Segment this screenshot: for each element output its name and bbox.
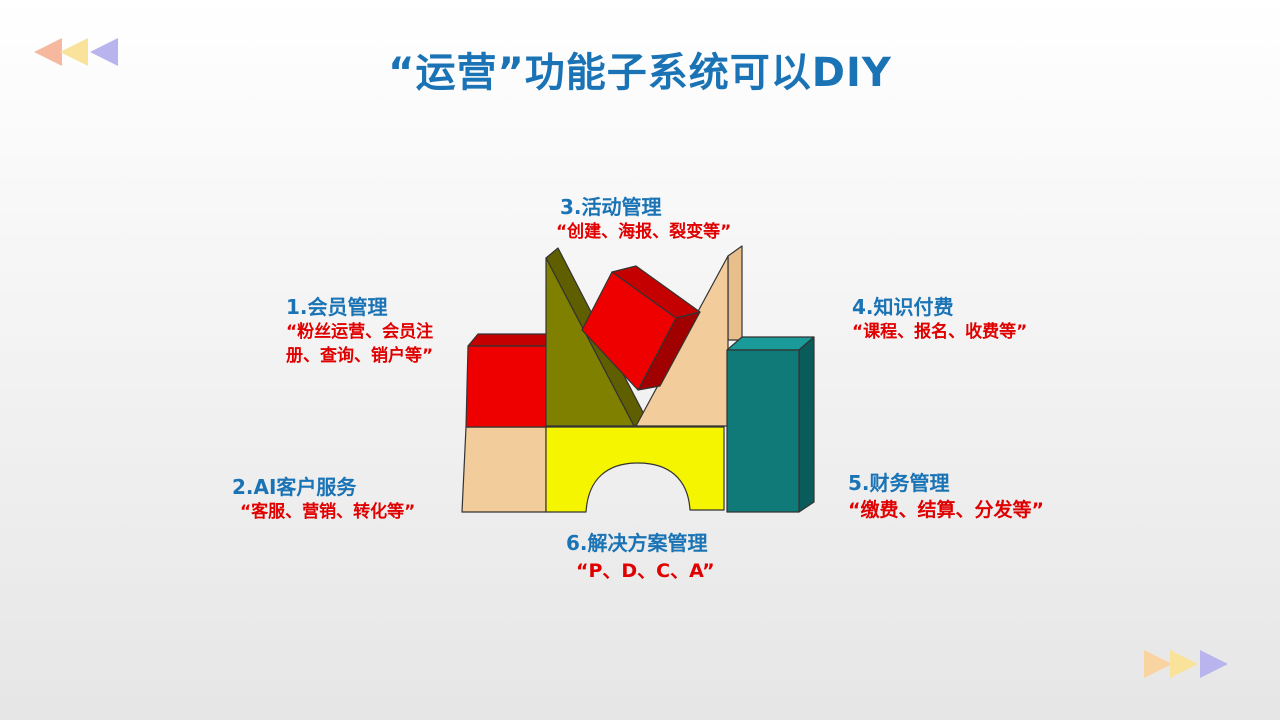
module-heading: 2.AI客户服务 [232,475,357,499]
peach-triangle-icon [34,38,62,66]
yellow-arch-block [545,426,725,513]
teal-pillar-block [726,336,815,513]
page-title: “运营”功能子系统可以DIY [388,50,892,96]
red-tilted-cube-block [581,265,701,391]
module-heading: 5.财务管理 [848,471,950,495]
module-activity: 3.活动管理 “创建、海报、裂变等” [556,194,731,244]
module-solution: 6.解决方案管理 “P、D、C、A” [566,530,715,586]
right-arrows-decoration [1144,650,1228,678]
module-knowledge: 4.知识付费 “课程、报名、收费等” [852,294,1027,344]
tan-base-block [461,426,547,513]
module-desc: “P、D、C、A” [576,560,715,582]
peach-triangle-icon [1144,650,1172,678]
module-ai-service: 2.AI客户服务 “客服、营销、转化等” [232,474,415,524]
module-heading: 6.解决方案管理 [566,531,708,555]
module-heading: 3.活动管理 [560,195,662,219]
module-desc: “创建、海报、裂变等” [556,222,732,242]
module-member: 1.会员管理 “粉丝运营、会员注 册、查询、销户等” [286,294,433,368]
module-desc: “课程、报名、收费等” [852,322,1028,342]
module-desc: 册、查询、销户等” [286,346,434,366]
yellow-triangle-icon [60,38,88,66]
module-heading: 1.会员管理 [286,295,388,319]
left-arrows-decoration [34,38,118,66]
module-heading: 4.知识付费 [852,295,954,319]
lavender-triangle-icon [90,38,118,66]
module-desc: “缴费、结算、分发等” [848,499,1044,521]
lavender-triangle-icon [1200,650,1228,678]
module-finance: 5.财务管理 “缴费、结算、分发等” [848,470,1044,524]
red-cube-block [465,333,549,428]
yellow-triangle-icon [1170,650,1198,678]
module-desc: “客服、营销、转化等” [240,502,416,522]
module-desc: “粉丝运营、会员注 [286,322,434,342]
